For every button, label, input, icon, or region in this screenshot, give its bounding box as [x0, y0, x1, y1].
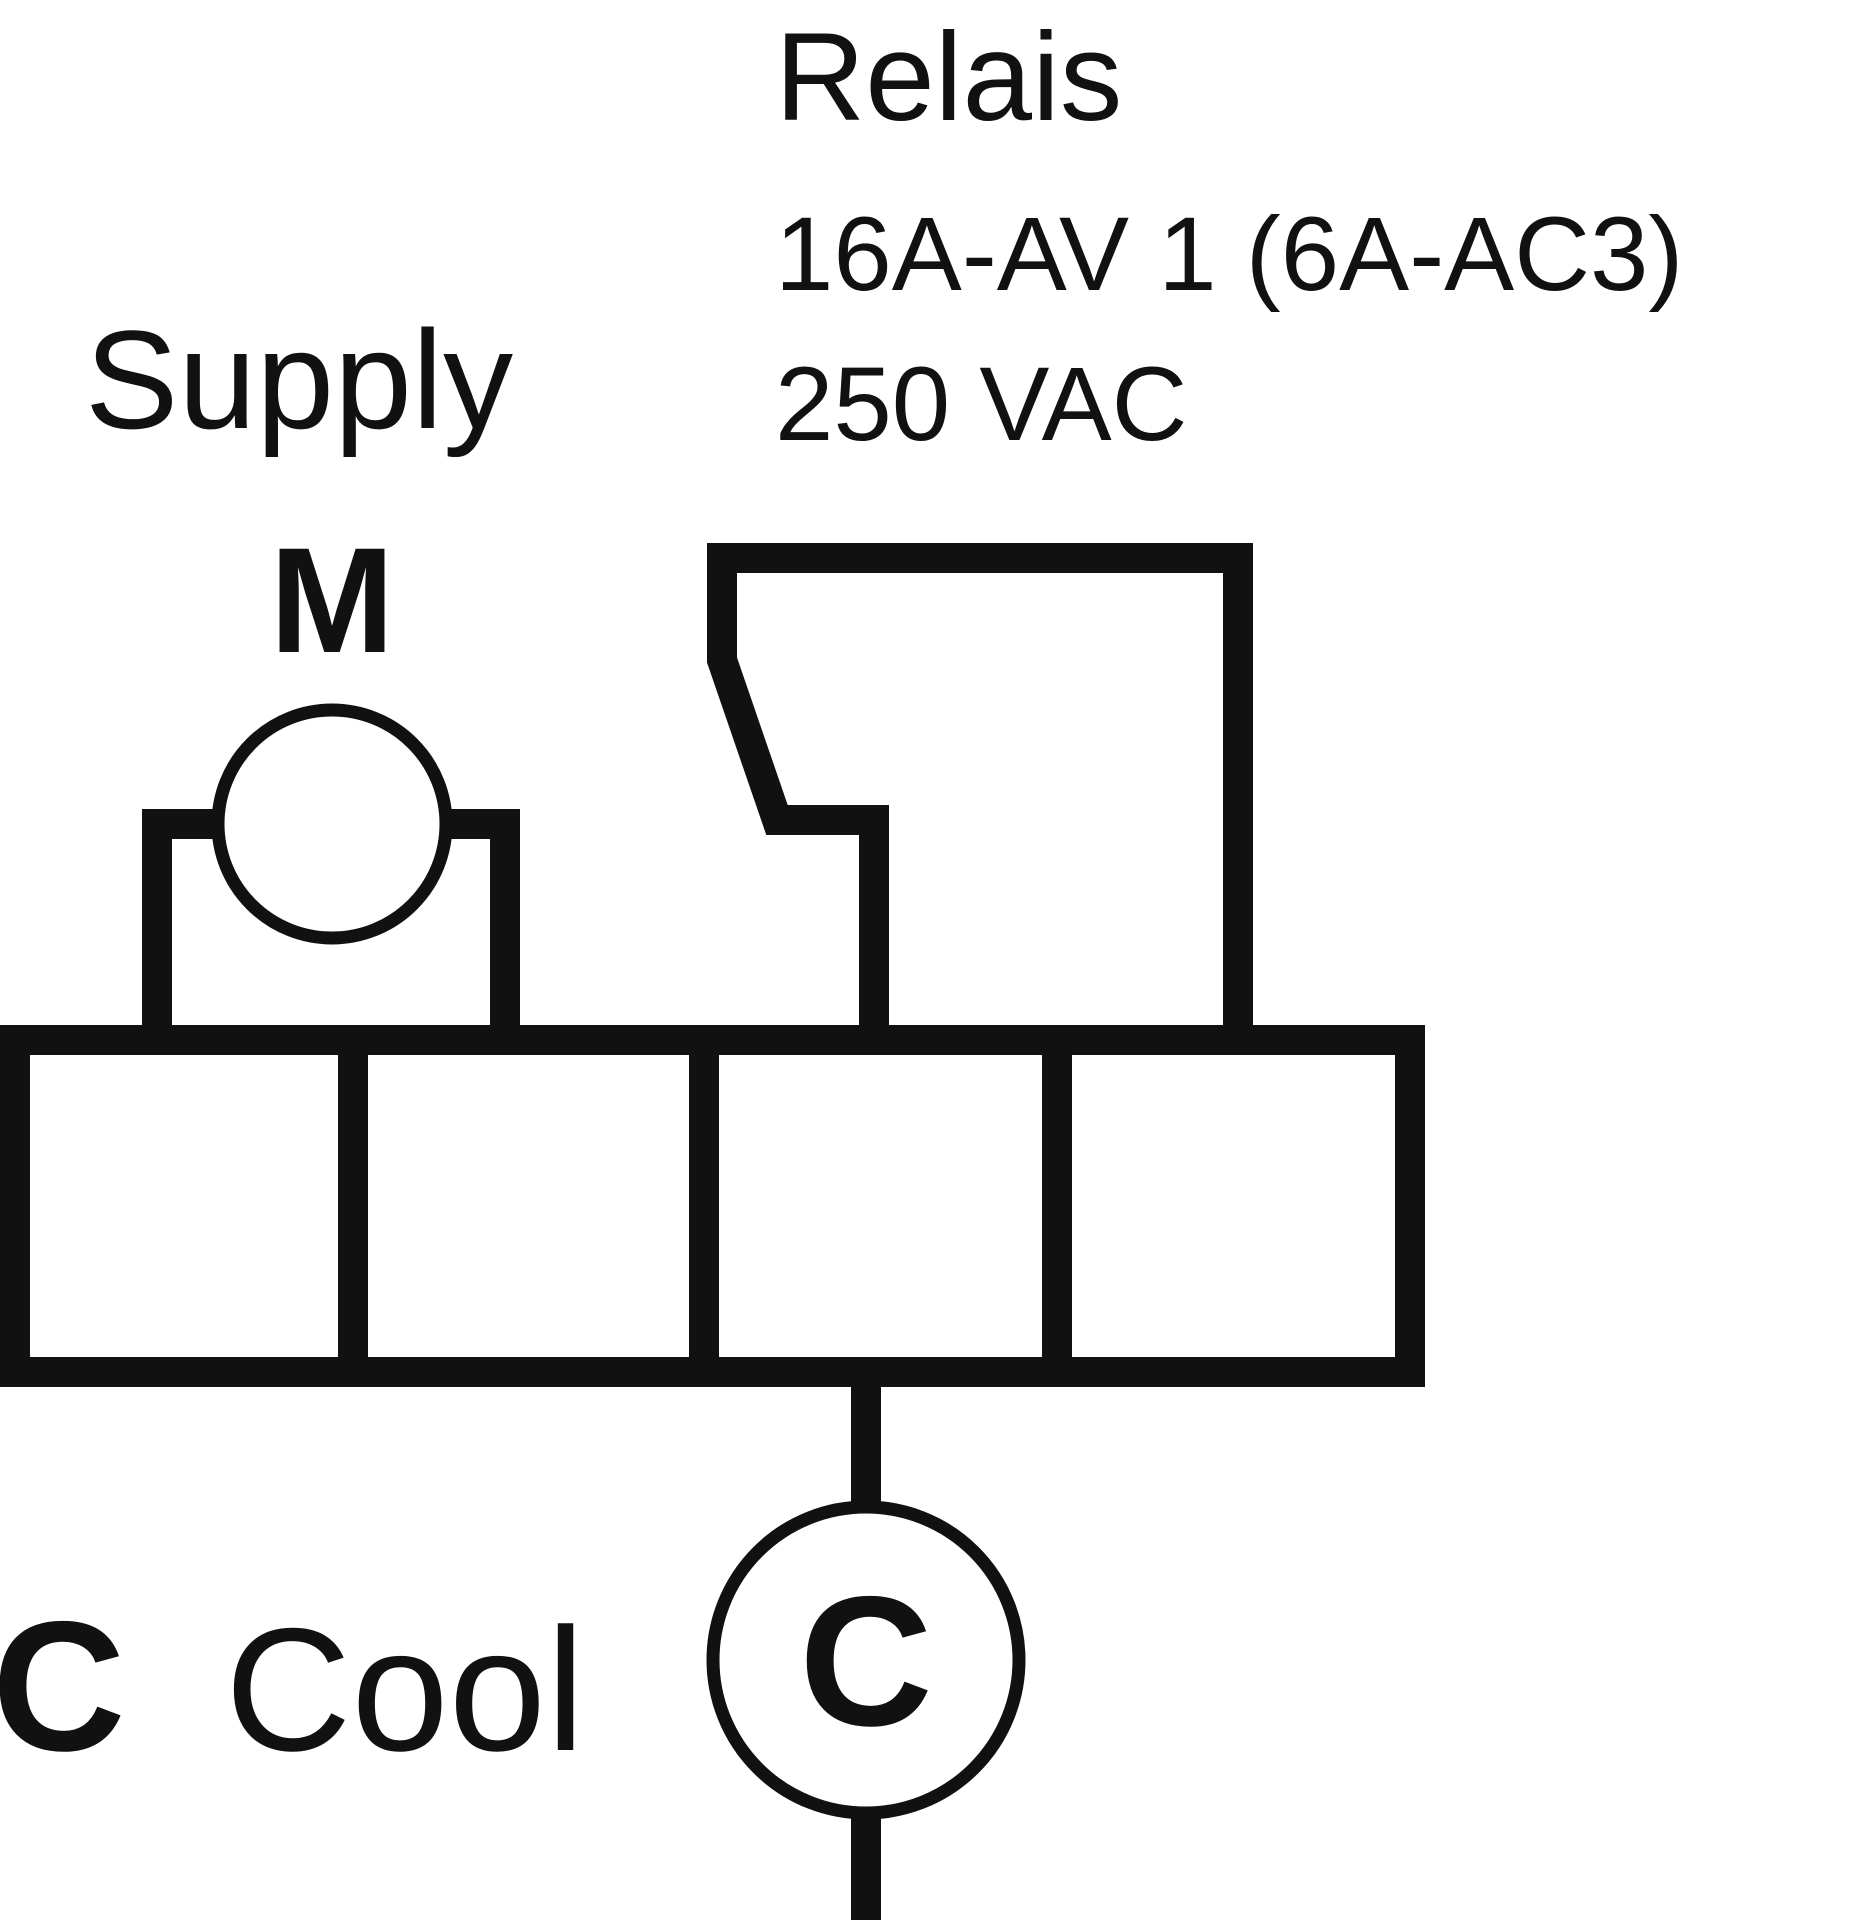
cool-circle-icon: [706, 1500, 1026, 1820]
relay-title: Relais: [775, 8, 1122, 147]
cool-symbol: C: [799, 1559, 933, 1765]
terminal-block: [0, 1025, 1425, 1387]
relay-rating-voltage: 250 VAC: [775, 346, 1187, 463]
supply-symbol: M: [270, 516, 395, 684]
cool-label: Cool: [225, 1593, 585, 1788]
cool-prefix-label: C: [0, 1584, 126, 1790]
motor-icon: [211, 703, 453, 945]
relay-rating-current: 16A-AV 1 (6A-AC3): [775, 196, 1683, 313]
relay-contact-wire: [707, 543, 1253, 1040]
supply-label: Supply: [85, 301, 513, 458]
